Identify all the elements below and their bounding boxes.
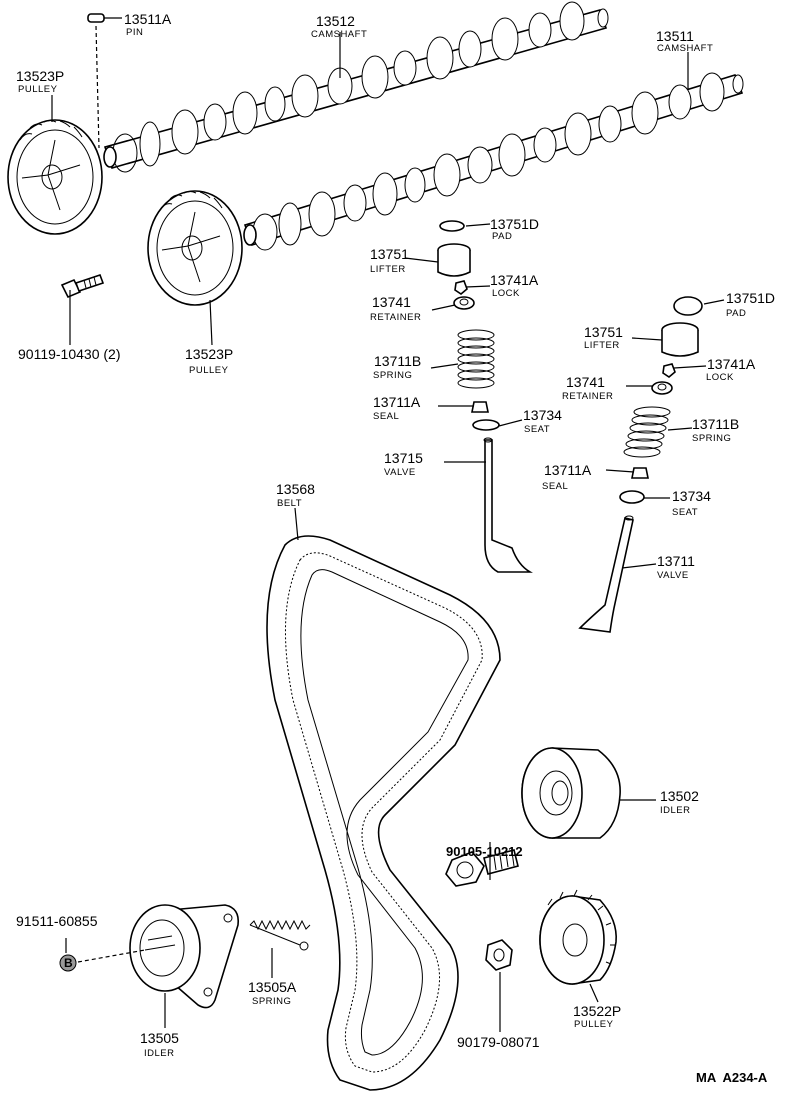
bolt-90119-10430 — [60, 273, 105, 299]
label-13751D-a-name: PAD — [492, 231, 512, 242]
label-13741A-a-name: LOCK — [492, 288, 520, 299]
label-13711B-b-number: 13711B — [692, 416, 739, 432]
label-13741A-b-name: LOCK — [706, 372, 734, 383]
label-13511A-number: 13511A — [124, 11, 172, 27]
camshaft-13512 — [103, 1, 609, 173]
label-13711A-a-name: SEAL — [373, 411, 399, 422]
label-13734-a-number: 13734 — [523, 407, 562, 423]
label-13511A-name: PIN — [126, 27, 143, 38]
nut-90179-08071 — [485, 939, 513, 971]
label-13734-a-name: SEAT — [524, 424, 550, 435]
label-13751D-b-number: 13751D — [726, 290, 775, 306]
label-13523P-upper-number: 13523P — [16, 68, 64, 84]
label-13711-name: VALVE — [657, 570, 689, 581]
label-13505A-number: 13505A — [248, 979, 297, 995]
label-13711-number: 13711 — [657, 553, 695, 569]
label-13711B-a-name: SPRING — [373, 370, 412, 381]
label-13568-number: 13568 — [276, 481, 315, 497]
label-13523P-upper-name: PULLEY — [18, 84, 58, 95]
label-13734-b-number: 13734 — [672, 488, 711, 504]
label-13741-a-number: 13741 — [372, 294, 411, 310]
label-13751-a-number: 13751 — [370, 246, 409, 262]
label-13751-b-number: 13751 — [584, 324, 623, 340]
ref-marker-label: B — [64, 956, 73, 970]
label-13505-name: IDLER — [144, 1048, 174, 1059]
label-13568-name: BELT — [277, 498, 302, 509]
figure-code: MA A234-A — [696, 1070, 768, 1085]
label-13511-number: 13511 — [656, 28, 694, 44]
label-90179-number: 90179-08071 — [457, 1034, 540, 1050]
pulley-13522P — [539, 889, 617, 985]
label-13741-a-name: RETAINER — [370, 312, 421, 323]
label-13502-number: 13502 — [660, 788, 699, 804]
label-13711A-b-number: 13711A — [544, 462, 592, 478]
pin-13511A — [87, 13, 105, 149]
label-13751-a-name: LIFTER — [370, 264, 406, 275]
label-13711A-a-number: 13711A — [373, 394, 421, 410]
label-13741A-b-number: 13741A — [707, 356, 756, 372]
label-13523P-lower-number: 13523P — [185, 346, 233, 362]
valve-train-left — [437, 220, 533, 573]
bolt-90105-10212 — [445, 849, 519, 887]
label-13715-number: 13715 — [384, 450, 423, 466]
timing-belt-13568 — [266, 535, 501, 1091]
label-13751-b-name: LIFTER — [584, 340, 620, 351]
label-13512-number: 13512 — [316, 13, 355, 29]
label-13512-name: CAMSHAFT — [311, 29, 367, 40]
label-13711B-b-name: SPRING — [692, 433, 731, 444]
camshaft-13511 — [243, 72, 744, 251]
idler-13505 — [129, 904, 240, 1009]
label-13734-b-name: SEAT — [672, 507, 698, 518]
pulley-13523P-lower — [147, 190, 243, 306]
idler-13502 — [521, 747, 621, 839]
label-13741-b-name: RETAINER — [562, 391, 613, 402]
label-13751D-a-number: 13751D — [490, 216, 539, 232]
label-13715-name: VALVE — [384, 467, 416, 478]
label-13523P-lower-name: PULLEY — [189, 365, 229, 376]
label-90105-number: 90105-10212 — [446, 844, 523, 859]
valve-train-right — [578, 296, 703, 633]
label-13741A-a-number: 13741A — [490, 272, 539, 288]
label-13502-name: IDLER — [660, 805, 690, 816]
label-13522P-name: PULLEY — [574, 1019, 614, 1030]
pulley-13523P-upper — [7, 119, 103, 235]
labels: 13511A PIN 13512 CAMSHAFT 13511 CAMSHAFT… — [16, 11, 775, 1085]
ref-marker-b: B — [59, 949, 146, 972]
label-13711A-b-name: SEAL — [542, 481, 568, 492]
label-13505-number: 13505 — [140, 1030, 179, 1046]
label-13505A-name: SPRING — [252, 996, 291, 1007]
label-90119-number: 90119-10430 (2) — [18, 346, 120, 362]
label-91511-number: 91511-60855 — [16, 913, 98, 929]
label-13511-name: CAMSHAFT — [657, 43, 713, 54]
spring-13505A — [249, 919, 311, 951]
label-13741-b-number: 13741 — [566, 374, 605, 390]
label-13522P-number: 13522P — [573, 1003, 621, 1019]
label-13751D-b-name: PAD — [726, 308, 746, 319]
label-13711B-a-number: 13711B — [374, 353, 421, 369]
leader-lines — [51, 17, 725, 1032]
